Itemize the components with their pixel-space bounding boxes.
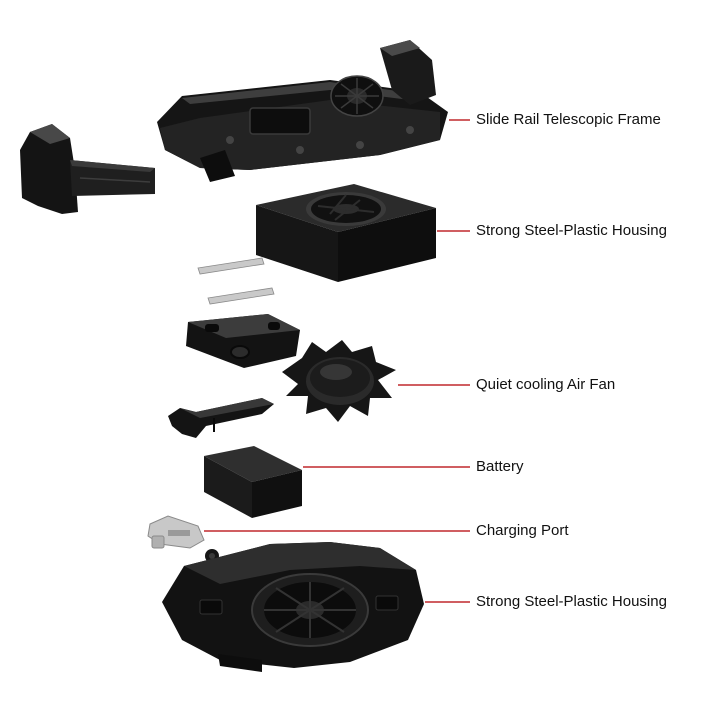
battery-block-icon [204, 446, 302, 518]
steel-pin-icon [197, 257, 275, 305]
slide-rail-frame-icon [157, 40, 448, 182]
label-air-fan: Quiet cooling Air Fan [476, 376, 616, 393]
charging-port-icon [147, 515, 219, 563]
square-fan-housing-icon [256, 184, 436, 282]
left-clamp-arm-icon [20, 124, 155, 214]
label-slide-rail-frame: Slide Rail Telescopic Frame [476, 111, 661, 128]
label-charging-port: Charging Port [476, 522, 569, 539]
label-housing-top: Strong Steel-Plastic Housing [476, 222, 667, 239]
label-housing-bottom: Strong Steel-Plastic Housing [476, 593, 667, 610]
bottom-housing-icon [162, 542, 424, 672]
fan-impeller-icon [282, 340, 396, 422]
label-battery: Battery [476, 458, 524, 475]
leader-lines [204, 119, 470, 603]
small-clip-icon [168, 398, 274, 438]
mounting-bracket-icon [186, 314, 300, 368]
